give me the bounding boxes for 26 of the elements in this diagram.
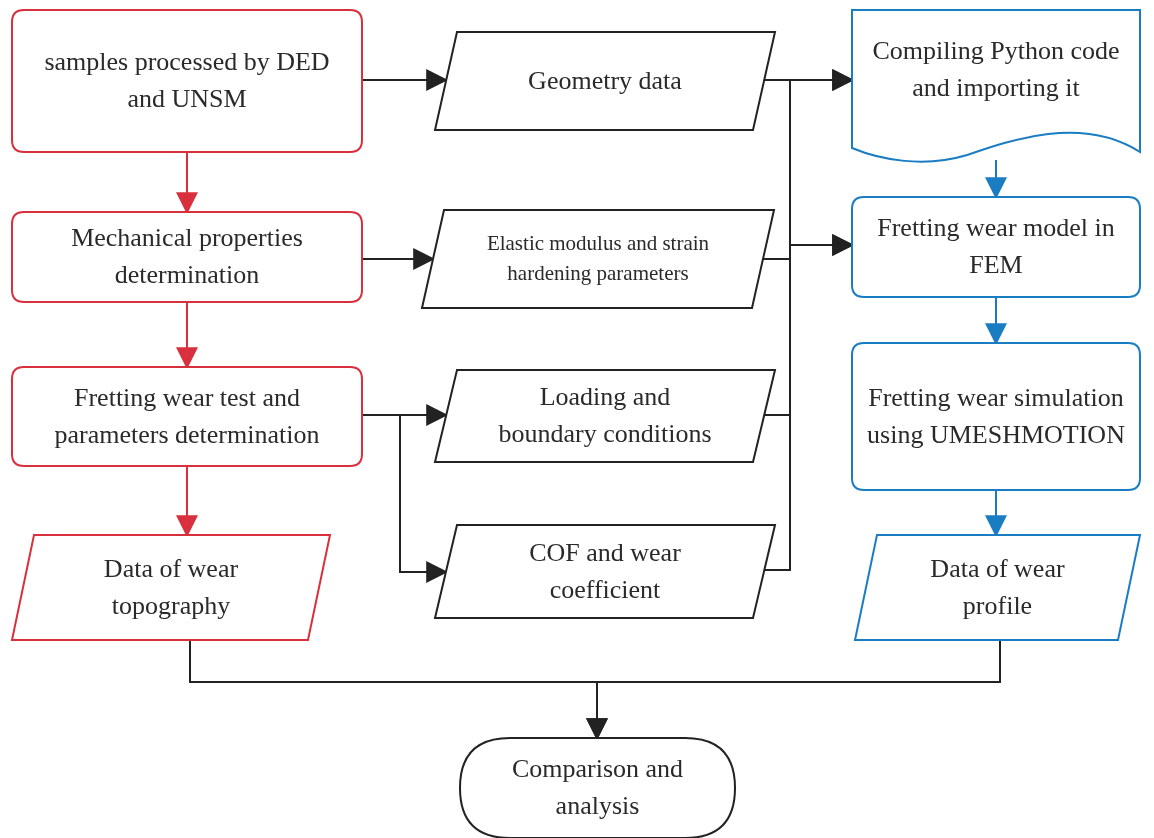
process-box [852,343,1140,490]
node-label: Data of wear profile [929,552,1066,622]
process-box [12,212,362,302]
node-label: Loading and boundary conditions [497,381,713,450]
data-parallelogram [12,535,330,640]
data-parallelogram [435,525,775,618]
node-label: Data of wear topography [102,552,240,622]
document-shape [852,10,1140,160]
data-parallelogram [855,535,1140,640]
node-label: Comparison and analysis [510,753,685,822]
node-label: Elastic modulus and strain hardening parameters [485,230,711,287]
data-parallelogram [435,370,775,462]
process-box [852,197,1140,297]
node-label: Geometry data [528,64,682,97]
node-label: Fretting wear model in FEM [876,212,1116,281]
process-box [12,10,362,152]
node-label: Mechanical properties determination [70,222,304,291]
node-label: Fretting wear test and parameters determination [53,381,321,451]
process-box [12,367,362,466]
node-label: samples processed by DED and UNSM [43,46,331,115]
node-label: Compiling Python code and importing it [871,35,1121,104]
data-parallelogram [435,32,775,130]
node-label: COF and wear coefficient [528,536,682,606]
terminal-shape [460,738,735,838]
node-label: Fretting wear simulation using UMESHMOTION [866,381,1126,451]
data-parallelogram [422,210,774,308]
